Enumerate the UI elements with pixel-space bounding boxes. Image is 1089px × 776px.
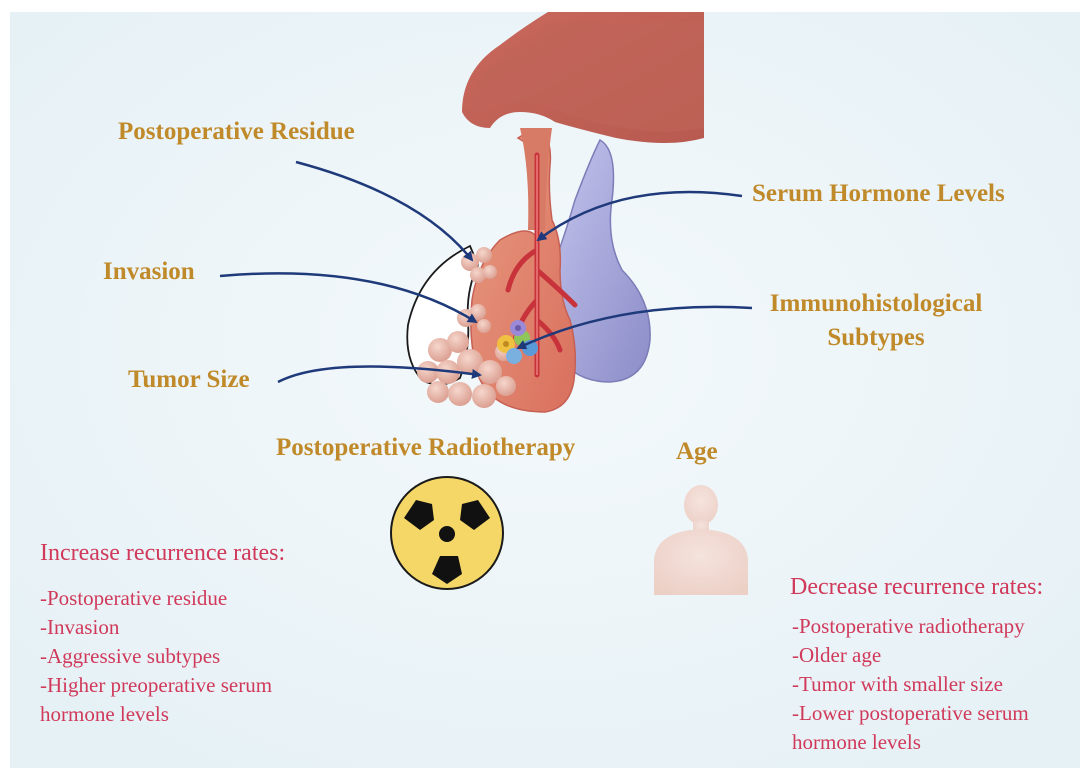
label-age: Age	[676, 438, 718, 466]
label-invasion: Invasion	[103, 258, 195, 286]
list-item: -Higher preoperative serum	[40, 671, 272, 700]
increase-title: Increase recurrence rates:	[40, 540, 285, 567]
list-item: -Postoperative residue	[40, 584, 272, 613]
label-postoperative-radiotherapy: Postoperative Radiotherapy	[276, 434, 575, 462]
list-item: -Invasion	[40, 613, 272, 642]
decrease-list: -Postoperative radiotherapy -Older age -…	[792, 612, 1029, 757]
list-item: -Postoperative radiotherapy	[792, 612, 1029, 641]
list-item: -Tumor with smaller size	[792, 670, 1029, 699]
label-immunohistological-subtypes: Immunohistological Subtypes	[756, 290, 996, 352]
list-item: -Older age	[792, 641, 1029, 670]
label-postoperative-residue: Postoperative Residue	[118, 118, 355, 146]
radiation-icon	[391, 477, 503, 589]
decrease-title: Decrease recurrence rates:	[790, 574, 1043, 601]
list-item: -Aggressive subtypes	[40, 642, 272, 671]
label-serum-hormone-levels: Serum Hormone Levels	[752, 180, 1005, 208]
label-immunohistological-line1: Immunohistological	[756, 290, 996, 318]
list-item: hormone levels	[792, 728, 1029, 757]
label-tumor-size: Tumor Size	[128, 366, 250, 394]
list-item: hormone levels	[40, 700, 272, 729]
list-item: -Lower postoperative serum	[792, 699, 1029, 728]
increase-list: -Postoperative residue -Invasion -Aggres…	[40, 584, 272, 729]
label-immunohistological-line2: Subtypes	[756, 324, 996, 352]
